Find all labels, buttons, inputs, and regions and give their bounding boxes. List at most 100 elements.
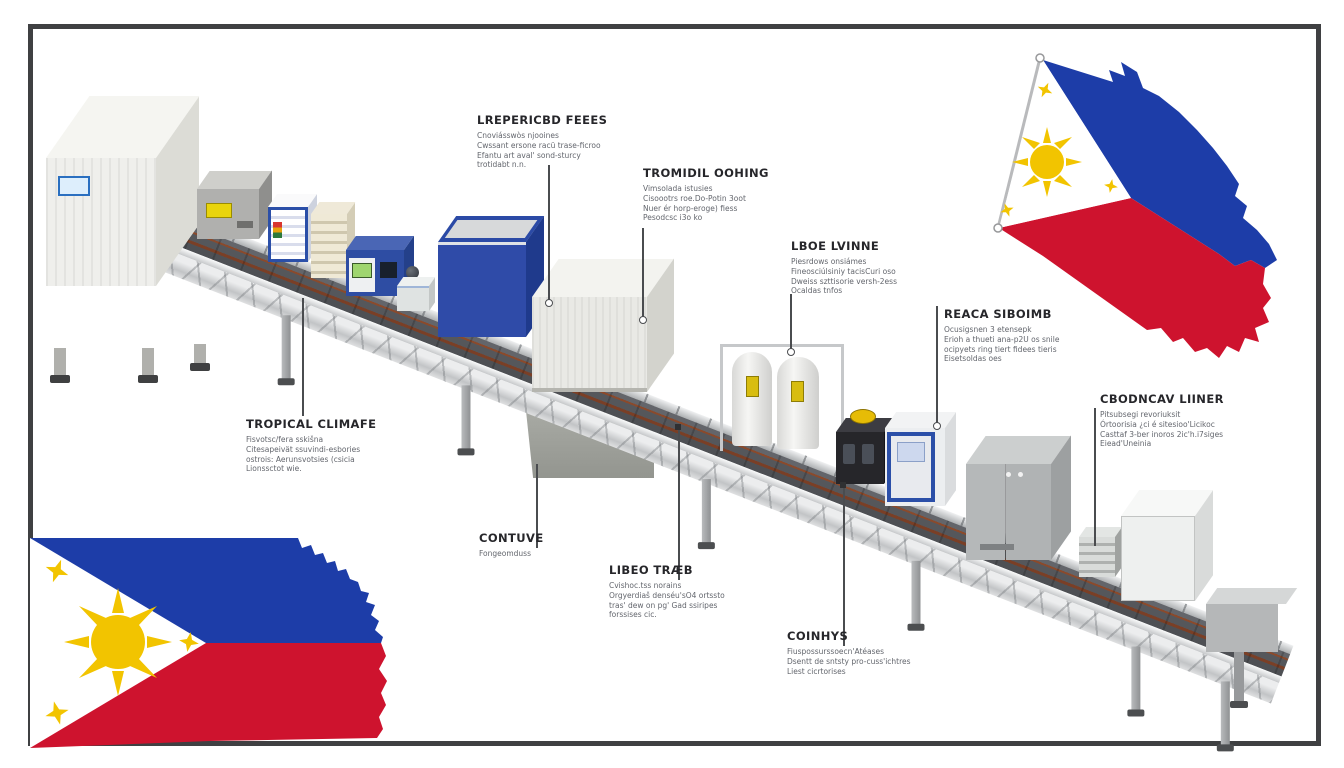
endcap-front: [1206, 604, 1278, 652]
machine-leg: [50, 348, 70, 383]
machine-front-face: [532, 297, 647, 392]
callout-endpoint: [639, 316, 647, 324]
callout-line-text: Ocusigsnen 3 etensepk: [944, 325, 1032, 334]
callout-title: LREPERICBD FEEES: [477, 113, 608, 127]
callout-title: CBODNCAV LIINER: [1100, 392, 1224, 406]
callout-line-text: Liest cicrtorises: [787, 666, 846, 676]
callout-title: REACA SIBOIMB: [944, 307, 1052, 321]
callout-line-text: Pesodcsc i3o ko: [643, 213, 703, 223]
machine-front-face: [397, 286, 429, 311]
callout-title: LIBEO TRÆB: [609, 563, 693, 577]
callout-line-text: Vimsolada istusies: [643, 184, 713, 193]
callout-line-text: Eiead'Uneinia: [1100, 439, 1152, 449]
analyzer-window: [380, 262, 397, 278]
callout-line-text: Nuer ér horp-eroge) fiess: [643, 203, 738, 213]
callout-line: [936, 306, 938, 424]
callout-line-text: Citesapeivät ssuvindi-esbories: [246, 444, 361, 454]
pressure-tank: [777, 357, 819, 449]
callout-line-text: Fisvotsc/fera sskišna: [246, 435, 324, 444]
callout-line-text: ocipyets ring tiert fidees tieris: [944, 344, 1057, 354]
callout-line-text: Fiuspossurssoecn'Atéases: [787, 647, 885, 656]
callout-endpoint: [933, 422, 941, 430]
callout-line: [678, 428, 680, 580]
machine-slot: [237, 221, 253, 228]
machine-leg: [138, 348, 158, 383]
callout-endpoint: [840, 482, 846, 488]
machine-front-face: [311, 214, 347, 278]
yellow-label: [206, 203, 232, 218]
callout-line-text: trotidabt n.n.: [477, 160, 527, 170]
callout-line-text: Dsentt de sntsty pro-cuss'ichtres: [787, 656, 911, 666]
callout-line-text: Piesrdows onsiámes: [791, 257, 867, 266]
callout-endpoint: [787, 348, 795, 356]
star-icon: [45, 559, 199, 725]
callout-line-text: Dweiss szttisorie versh-2ess: [791, 276, 897, 286]
compressor-vent: [843, 444, 855, 464]
callout-line-text: Cisoootrs roe.Do-Potin 3oot: [643, 193, 746, 203]
callout-line-text: Orgyerdiaš denséu'sO4 ortssto: [609, 590, 725, 600]
callout-line-text: Lionssctot wie.: [246, 464, 302, 474]
analyzer-knob: [406, 266, 419, 279]
callout-tromidil: TROMIDIL OOHING Vimsolada istusies Cisoo…: [643, 166, 803, 223]
callout-line: [1094, 408, 1096, 546]
machine-top-face: [346, 236, 414, 250]
machine-side-face: [945, 412, 957, 506]
callout-line: [843, 486, 845, 646]
machine-leg: [190, 344, 210, 371]
callout-title: CONTUVE: [479, 531, 544, 545]
machine-front-face: [438, 242, 526, 337]
sun-icon: [64, 588, 172, 696]
callout-line-text: Cnoviásswòs njooines: [477, 131, 559, 140]
callout-line: [548, 165, 550, 301]
callout-line: [642, 228, 644, 318]
conveyor-leg: [281, 315, 291, 380]
conveyor-leg: [911, 560, 921, 625]
callout-line-text: Pitsubsegi revoriuksit: [1100, 410, 1181, 419]
callout-line-text: Fongeomduss: [479, 549, 531, 558]
callout-title: TROPICAL CLIMAFE: [246, 417, 377, 431]
border-frame: [28, 24, 1321, 746]
callout-line-text: Casttaf 3-ber inoros 2ic'h.i7siges: [1100, 429, 1224, 439]
compressor-vent: [862, 444, 874, 464]
callout-title: LBOE LVINNE: [791, 239, 880, 253]
callout-endpoint: [545, 299, 553, 307]
yellow-cap: [850, 409, 876, 424]
cabinet-screen: [897, 442, 925, 462]
conveyor-leg: [461, 385, 471, 450]
endcap-leg: [1230, 652, 1248, 708]
philippine-flag-icon: [30, 538, 387, 748]
rack-label: [273, 222, 282, 238]
conveyor-leg: [1220, 681, 1230, 746]
indicator-dot: [1018, 472, 1023, 477]
callout-tropical: TROPICAL CLIMAFE Fisvotsc/fera sskišna C…: [246, 417, 406, 474]
callout-line-text: Cvishoc.tss norains: [609, 581, 682, 590]
pressure-tank: [732, 352, 772, 446]
callout-libeo: LIBEO TRÆB Cvishoc.tss norains Orgyerdia…: [609, 563, 769, 620]
endcap-top: [1206, 588, 1298, 604]
machine-front-face: [1079, 537, 1115, 577]
conveyor-leg: [701, 479, 711, 544]
callout-line-text: Erioh a thueti ana-p2U os snile: [944, 334, 1060, 344]
callout-contuve: CONTUVE Fongeomduss: [479, 531, 639, 559]
callout-line: [302, 298, 304, 416]
callout-title: COINHYS: [787, 629, 849, 643]
callout-upper-feeds: LREPERICBD FEEES Cnoviásswòs njooines Cw…: [477, 113, 637, 170]
callout-line-text: Órtoorisia ¿ci é sitesioo'Licikoc: [1100, 419, 1215, 429]
conveyor-leg: [1131, 646, 1141, 711]
indicator-dot: [1006, 472, 1011, 477]
callout-line-text: Fineosciúlsiniy tacisCuri oso: [791, 266, 896, 276]
machine-label: [58, 176, 90, 196]
callout-line-text: Eisetsoldas oes: [944, 354, 1002, 364]
callout-title: TROMIDIL OOHING: [643, 166, 769, 180]
analyzer-screen: [352, 263, 372, 278]
callout-line-text: tras' dew on pg' Gad ssiripes: [609, 600, 718, 610]
callout-line: [790, 294, 792, 350]
callout-line-text: Efantu art aval' sond-sturcy: [477, 150, 581, 160]
callout-line-text: Ocaldas tnfos: [791, 286, 843, 296]
callout-line-text: forssises cic.: [609, 610, 657, 620]
sun-icon: [1012, 127, 1082, 197]
callout-cbodncav: CBODNCAV LIINER Pitsubsegi revoriuksit Ó…: [1100, 392, 1260, 449]
callout-lboe: LBOE LVINNE Piesrdows onsiámes Fineosciú…: [791, 239, 951, 296]
callout-line-text: Cwssant ersone racü trase-ficroo: [477, 140, 601, 150]
